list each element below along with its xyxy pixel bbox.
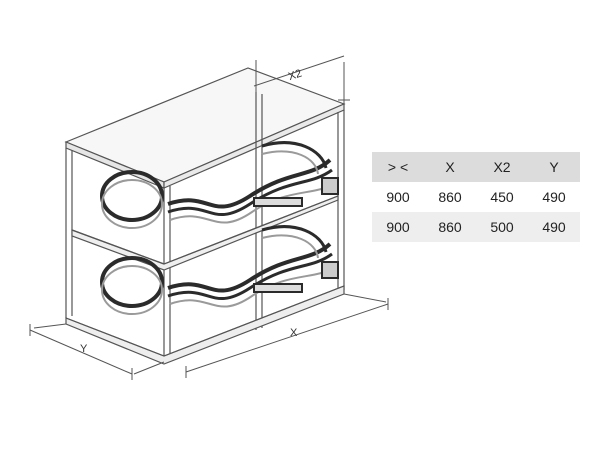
table-header-cell: Y — [549, 159, 559, 175]
dimension-label-x: X — [290, 327, 298, 339]
table-cell: 490 — [542, 219, 566, 235]
table-header-cell: X2 — [493, 159, 511, 175]
upper-corner-basket — [100, 141, 339, 229]
dimension-label-y: Y — [80, 343, 88, 355]
table-cell: 450 — [490, 189, 514, 205]
cabinet-outline — [64, 67, 346, 365]
table-cell: 900 — [386, 219, 410, 235]
table-cell: 860 — [438, 189, 462, 205]
table-cell: 500 — [490, 219, 514, 235]
table-header-cell: X — [445, 159, 455, 175]
dimension-label-x2: X2 — [287, 68, 304, 84]
table-header-row: > < X X2 Y — [372, 152, 580, 182]
lower-corner-basket — [100, 225, 339, 315]
table-cell: 860 — [438, 219, 462, 235]
table-row: 900 860 500 490 — [372, 212, 580, 242]
dimension-lines — [29, 55, 389, 380]
table-header-cell: > < — [387, 159, 409, 175]
table-row: 900 860 450 490 — [372, 182, 580, 212]
table-cell: 900 — [386, 189, 410, 205]
table-cell: 490 — [542, 189, 566, 205]
dimensions-table: > < X X2 Y 900 860 450 490 900 860 500 4… — [372, 152, 580, 242]
